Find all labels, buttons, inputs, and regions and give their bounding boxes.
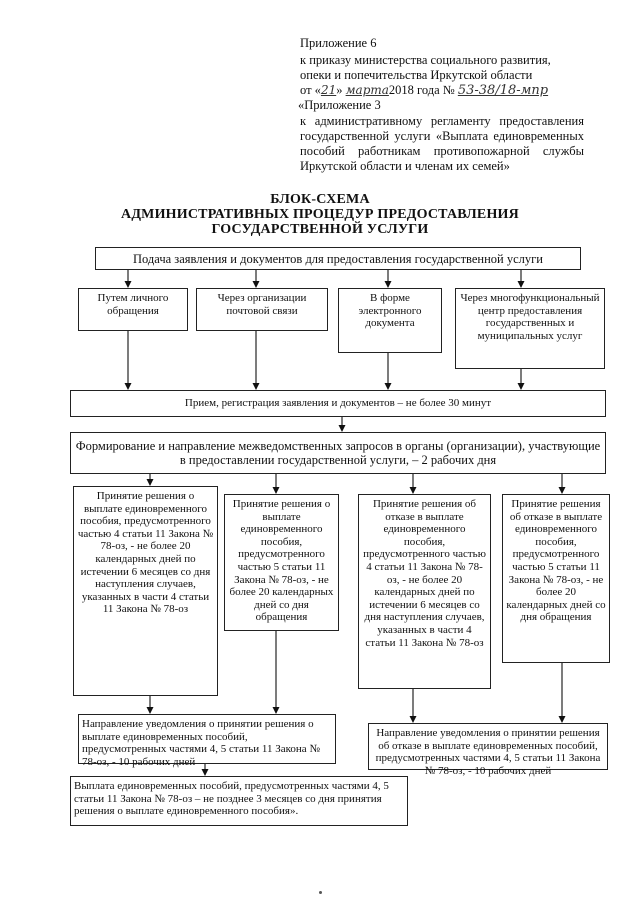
decision-refusal-part5-text: Принятие решения об отказе в выплате еди… bbox=[506, 498, 606, 624]
decision-payment-part4-text: Принятие решения о выплате единовременно… bbox=[77, 490, 214, 616]
payment-box: Выплата единовременных пособий, предусмо… bbox=[70, 776, 408, 826]
handwritten-day: 21 bbox=[320, 83, 337, 97]
order-date-line: от «21» марта2018 года № 53-38/18-мпр bbox=[300, 83, 549, 98]
regulation-text: к административному регламенту предостав… bbox=[300, 114, 584, 173]
decision-refusal-part4-text: Принятие решения об отказе в выплате еди… bbox=[363, 498, 486, 649]
appendix-3-label: «Приложение 3 bbox=[298, 98, 381, 112]
title-line-1: БЛОК-СХЕМА bbox=[270, 192, 370, 207]
decision-payment-part4-box: Принятие решения о выплате единовременно… bbox=[73, 486, 218, 696]
notify-refusal-box: Направление уведомления о принятии решен… bbox=[368, 723, 608, 777]
title-line-2: АДМИНИСТРАТИВНЫХ ПРОЦЕДУР ПРЕДОСТАВЛЕНИЯ bbox=[121, 207, 519, 222]
method-electronic-box: В форме электронного документа bbox=[338, 288, 442, 353]
order-reference: к приказу министерства социального разви… bbox=[300, 53, 551, 67]
method-personal-box: Путем личного обращения bbox=[78, 288, 188, 331]
notify-payment-text: Направление уведомления о принятии решен… bbox=[82, 718, 320, 768]
method-mfc-box: Через многофункциональный центр предоста… bbox=[455, 288, 605, 369]
date-prefix: от « bbox=[300, 83, 321, 97]
notify-refusal-text: Направление уведомления о принятии решен… bbox=[375, 727, 601, 777]
scan-speck bbox=[319, 891, 322, 894]
title-line-3: ГОСУДАРСТВЕННОЙ УСЛУГИ bbox=[211, 222, 429, 237]
method-personal-text: Путем личного обращения bbox=[97, 292, 169, 317]
method-post-box: Через организации почтовой связи bbox=[196, 288, 328, 331]
decision-refusal-part5-box: Принятие решения об отказе в выплате еди… bbox=[502, 494, 610, 663]
interagency-box: Формирование и направление межведомствен… bbox=[70, 432, 606, 474]
decision-refusal-part4-box: Принятие решения об отказе в выплате еди… bbox=[358, 494, 491, 689]
ministry-name: опеки и попечительства Иркутской области bbox=[300, 68, 533, 82]
handwritten-order-number: 53-38/18-мпр bbox=[457, 83, 549, 98]
decision-payment-part5-text: Принятие решения о выплате единовременно… bbox=[229, 498, 334, 624]
appendix-number: Приложение 6 bbox=[300, 36, 377, 50]
submission-text: Подача заявления и документов для предос… bbox=[133, 251, 543, 266]
method-mfc-text: Через многофункциональный центр предоста… bbox=[460, 292, 600, 342]
method-post-text: Через организации почтовой связи bbox=[217, 292, 307, 317]
interagency-text: Формирование и направление межведомствен… bbox=[75, 439, 601, 467]
reception-box: Прием, регистрация заявления и документо… bbox=[70, 390, 606, 417]
year-text: 2018 года № bbox=[388, 83, 455, 97]
handwritten-month: марта bbox=[345, 83, 389, 97]
reception-text: Прием, регистрация заявления и документо… bbox=[184, 397, 492, 410]
decision-payment-part5-box: Принятие решения о выплате единовременно… bbox=[224, 494, 339, 631]
submission-box: Подача заявления и документов для предос… bbox=[95, 247, 581, 270]
notify-payment-box: Направление уведомления о принятии решен… bbox=[78, 714, 336, 768]
method-electronic-text: В форме электронного документа bbox=[358, 292, 422, 330]
payment-text: Выплата единовременных пособий, предусмо… bbox=[74, 780, 389, 818]
